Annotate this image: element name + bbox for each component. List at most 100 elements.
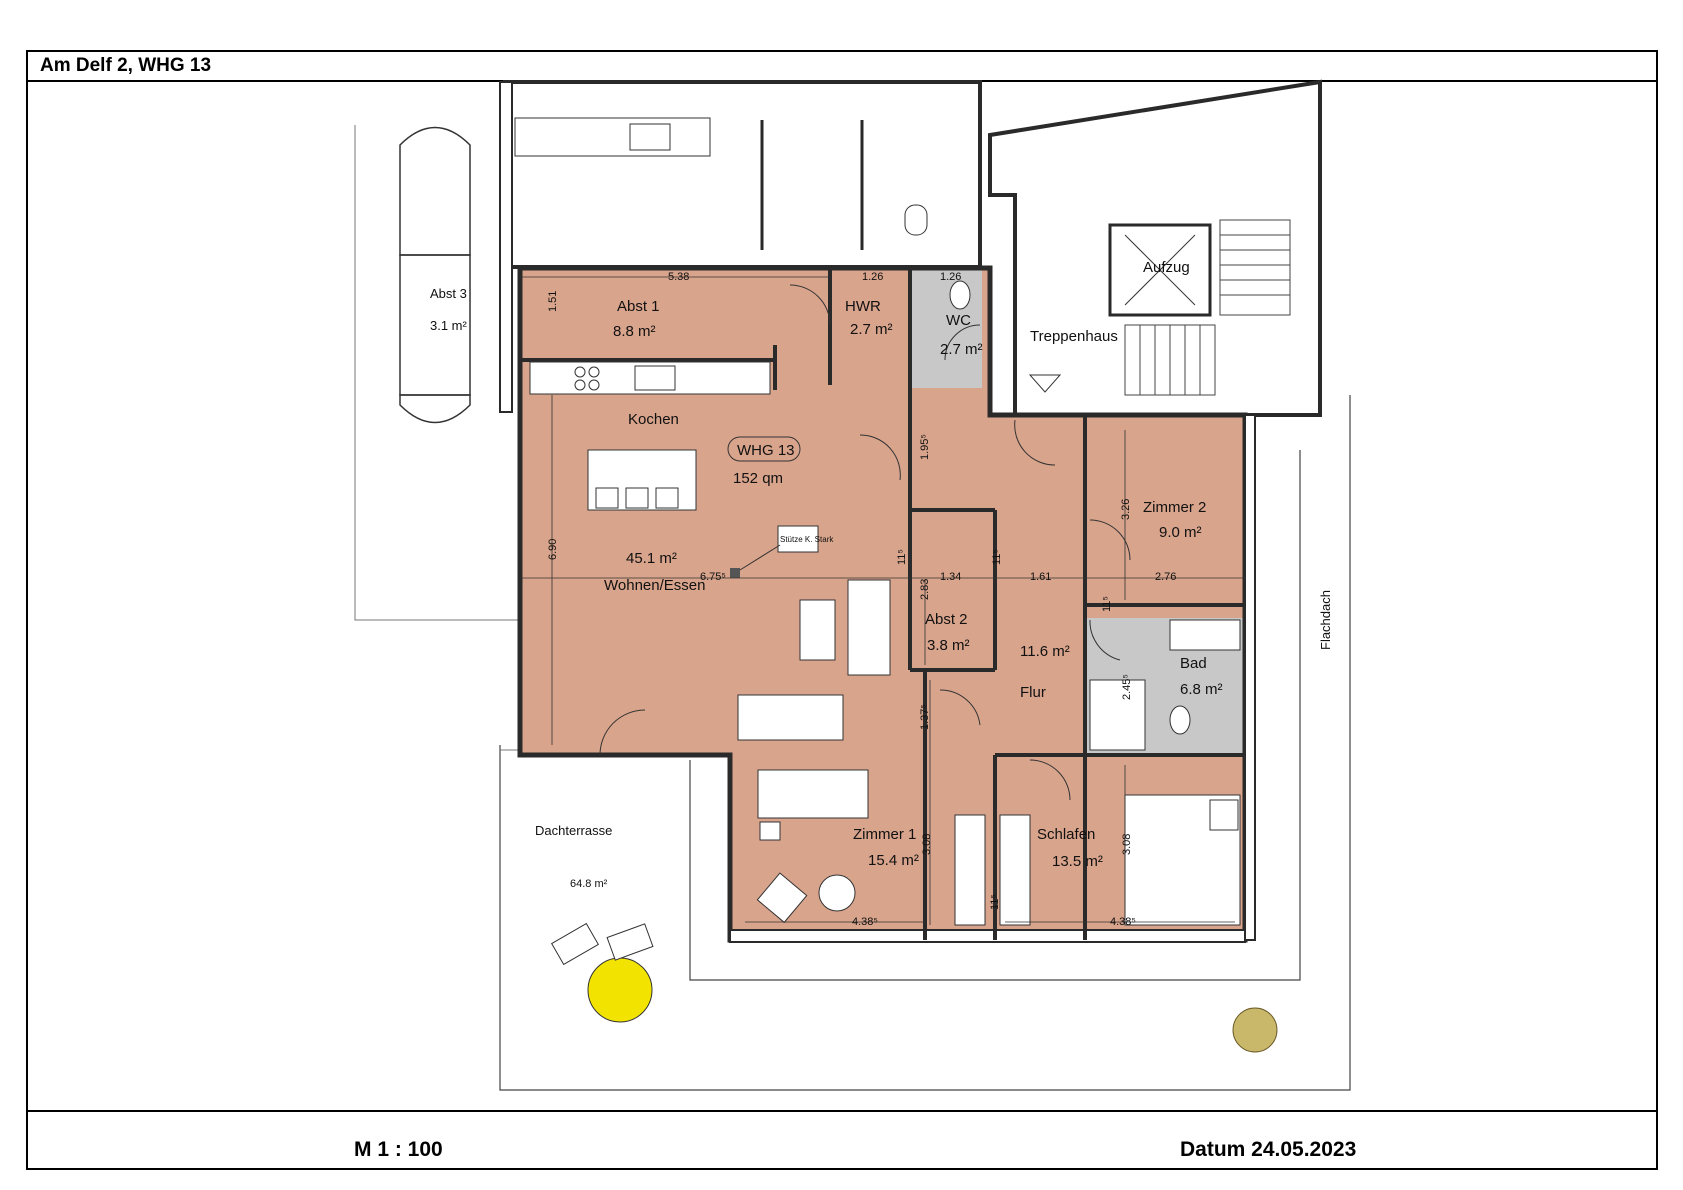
dim-151: 1.51 xyxy=(547,291,559,312)
dachterrasse-name: Dachterrasse xyxy=(535,823,612,838)
abst2-area: 3.8 m² xyxy=(927,637,970,654)
dim-134: 1.34 xyxy=(940,571,961,583)
dachterrasse-area: 64.8 m² xyxy=(570,878,608,890)
chair-zimmer1 xyxy=(756,872,808,924)
bad-name: Bad xyxy=(1180,655,1207,672)
footer-divider xyxy=(26,1110,1658,1112)
dim-126a: 1.26 xyxy=(862,271,883,283)
zimmer2-area: 9.0 m² xyxy=(1159,524,1202,541)
abst2-name: Abst 2 xyxy=(925,611,968,628)
apartment-label: WHG 13 xyxy=(737,442,795,459)
dim-438a: 4.38⁵ xyxy=(852,916,878,928)
terrace-outline xyxy=(499,395,1351,1091)
zimmer1-area: 15.4 m² xyxy=(868,852,919,869)
interior-walls xyxy=(520,268,1245,940)
zimmer2-name: Zimmer 2 xyxy=(1143,499,1206,516)
table-zimmer1 xyxy=(818,874,856,912)
wohnen-name: Wohnen/Essen xyxy=(604,577,705,594)
dim-115a: 11⁵ xyxy=(896,549,908,565)
treppenhaus-name: Treppenhaus xyxy=(1030,328,1118,345)
dim-538: 5.38 xyxy=(668,271,689,283)
shower xyxy=(1089,679,1146,751)
parasol xyxy=(587,957,653,1023)
wc-name: WC xyxy=(946,312,971,329)
dim-308b: 3.08 xyxy=(1121,834,1133,855)
south-wall-hatch xyxy=(729,929,1246,943)
deck-chair-1 xyxy=(550,922,600,966)
dim-161: 1.61 xyxy=(1030,571,1051,583)
plan-title: Am Delf 2, WHG 13 xyxy=(40,55,212,76)
dim-126b: 1.26 xyxy=(940,271,961,283)
apartment-area: 152 qm xyxy=(733,470,783,487)
dim-195: 1.95⁵ xyxy=(919,434,931,460)
wc-floor xyxy=(912,268,982,388)
stairs xyxy=(1124,219,1291,396)
wc-upper xyxy=(904,204,928,236)
wardrobe-1 xyxy=(954,814,986,926)
dim-137: 1.37⁵ xyxy=(919,704,931,730)
stuetze-box xyxy=(777,525,819,553)
kochen-name: Kochen xyxy=(628,411,679,428)
dim-115d: 11⁵ xyxy=(989,894,1001,910)
wc-area: 2.7 m² xyxy=(940,341,983,358)
flur-area: 11.6 m² xyxy=(1020,643,1070,660)
abst1-area: 8.8 m² xyxy=(613,323,656,340)
sink-icon xyxy=(634,365,676,391)
apartment-badge xyxy=(727,436,801,462)
bath-sinks xyxy=(1169,619,1241,651)
coffee-table xyxy=(799,599,836,661)
sofa-horizontal xyxy=(737,694,844,741)
dim-438b: 4.38⁵ xyxy=(1110,916,1136,928)
flachdach-outline xyxy=(689,450,1301,981)
drawing-frame xyxy=(26,50,1658,1170)
aufzug-name: Aufzug xyxy=(1143,259,1190,276)
dim-283: 2.83 xyxy=(919,579,931,600)
wardrobe-2 xyxy=(999,814,1031,926)
schlafen-name: Schlafen xyxy=(1037,826,1095,843)
schlafen-area: 13.5 m² xyxy=(1052,853,1103,870)
dim-115b: 11⁵ xyxy=(991,549,1003,565)
dim-308a: 3.08 xyxy=(921,834,933,855)
dim-115c: 11⁵ xyxy=(1101,596,1113,612)
east-wall-hatch xyxy=(1244,414,1256,941)
sofa-vertical xyxy=(847,579,891,676)
elevator-x2 xyxy=(1124,234,1196,306)
toilet-wc xyxy=(949,280,971,310)
counter-upper xyxy=(514,117,711,157)
abst3-balcony-bottom xyxy=(399,394,471,424)
abst3-name: Abst 3 xyxy=(430,286,467,301)
bar-stools xyxy=(595,487,679,509)
toilet-bad xyxy=(1169,705,1191,735)
dim-675: 6.75⁵ xyxy=(700,571,726,583)
stove-icon xyxy=(574,366,600,391)
wohnen-area: 45.1 m² xyxy=(626,550,677,567)
stair-arrow xyxy=(1028,374,1062,393)
abst3-balcony-top xyxy=(399,126,471,256)
west-wall-hatch xyxy=(499,81,513,413)
flachdach-name: Flachdach xyxy=(1318,590,1333,650)
column-marker xyxy=(730,568,740,578)
nightstand xyxy=(1209,799,1239,831)
scale-label: M 1 : 100 xyxy=(354,1138,443,1161)
bad-area: 6.8 m² xyxy=(1180,681,1223,698)
hwr-name: HWR xyxy=(845,298,881,315)
deck-chair-2 xyxy=(606,923,654,961)
hwr-area: 2.7 m² xyxy=(850,321,893,338)
dimension-lines xyxy=(520,276,1245,925)
desk-zimmer1 xyxy=(759,821,781,841)
bed-zimmer1 xyxy=(757,769,869,819)
abst1-name: Abst 1 xyxy=(617,298,660,315)
stuetze-leader xyxy=(739,544,781,571)
dim-690: 6.90 xyxy=(547,539,559,560)
abst3-area: 3.1 m² xyxy=(430,318,468,333)
flur-name: Flur xyxy=(1020,684,1046,701)
upper-section xyxy=(503,80,982,269)
dim-276: 2.76 xyxy=(1155,571,1176,583)
dim-245: 2.45⁵ xyxy=(1121,674,1133,700)
door-swings xyxy=(599,284,1131,801)
date-label: Datum 24.05.2023 xyxy=(1180,1138,1357,1161)
plant xyxy=(1232,1007,1278,1053)
dim-326: 3.26 xyxy=(1120,499,1132,520)
stuetze-note: Stütze K. Stark xyxy=(780,535,834,544)
